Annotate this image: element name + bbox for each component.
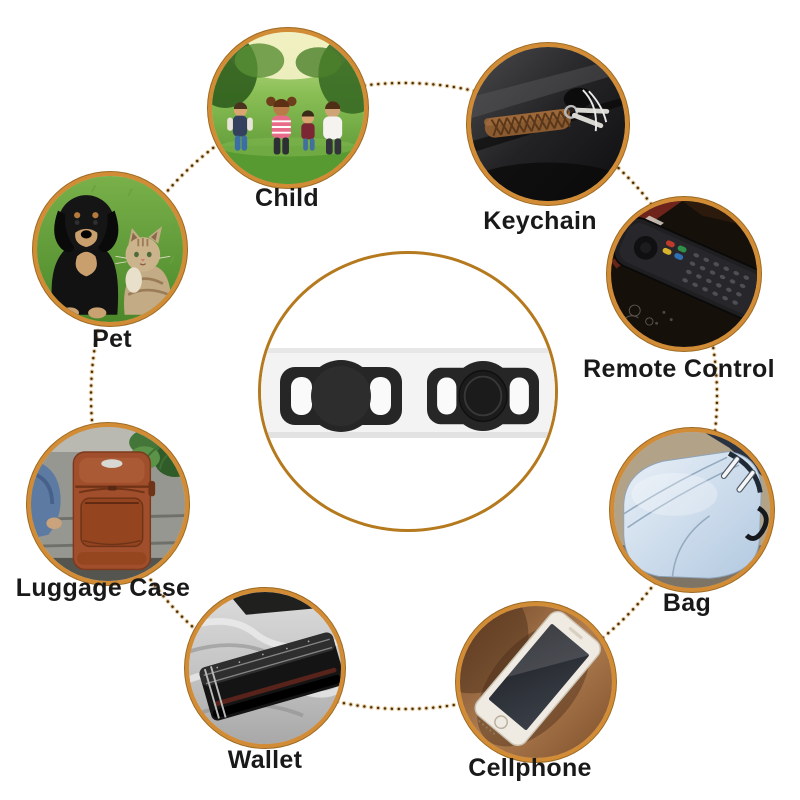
cellphone-photo-circle [456,602,616,762]
wallet-photo-circle [185,588,345,748]
label-child: Child [255,184,319,212]
remote-control-photo-circle [607,197,761,351]
luggage-photo-circle [27,423,189,585]
label-bag: Bag [662,589,712,617]
wallet-photo [189,592,341,744]
keychain-photo-circle [467,43,629,205]
label-pet: Pet [92,325,132,353]
suitcase-photo [31,427,185,581]
label-wallet: Wallet [227,746,303,774]
label-keychain: Keychain [483,207,597,235]
pet-photo-circle [33,172,187,326]
airtag-holder-empty-icon [280,360,402,432]
smartphone-photo [460,606,612,758]
dog-and-cat-photo [37,176,183,322]
backpack-photo [614,432,770,588]
keychain-photo [471,47,625,201]
airtag-holder-with-tracker-icon [427,361,539,431]
label-remote-control: Remote Control [583,355,775,383]
child-photo-circle [208,28,368,188]
children-photo [212,32,364,184]
center-product-circle [258,251,558,532]
remote-control-photo [611,201,757,347]
bag-photo-circle [610,428,774,592]
label-cellphone: Cellphone [468,754,592,782]
label-luggage-case: Luggage Case [15,574,191,602]
